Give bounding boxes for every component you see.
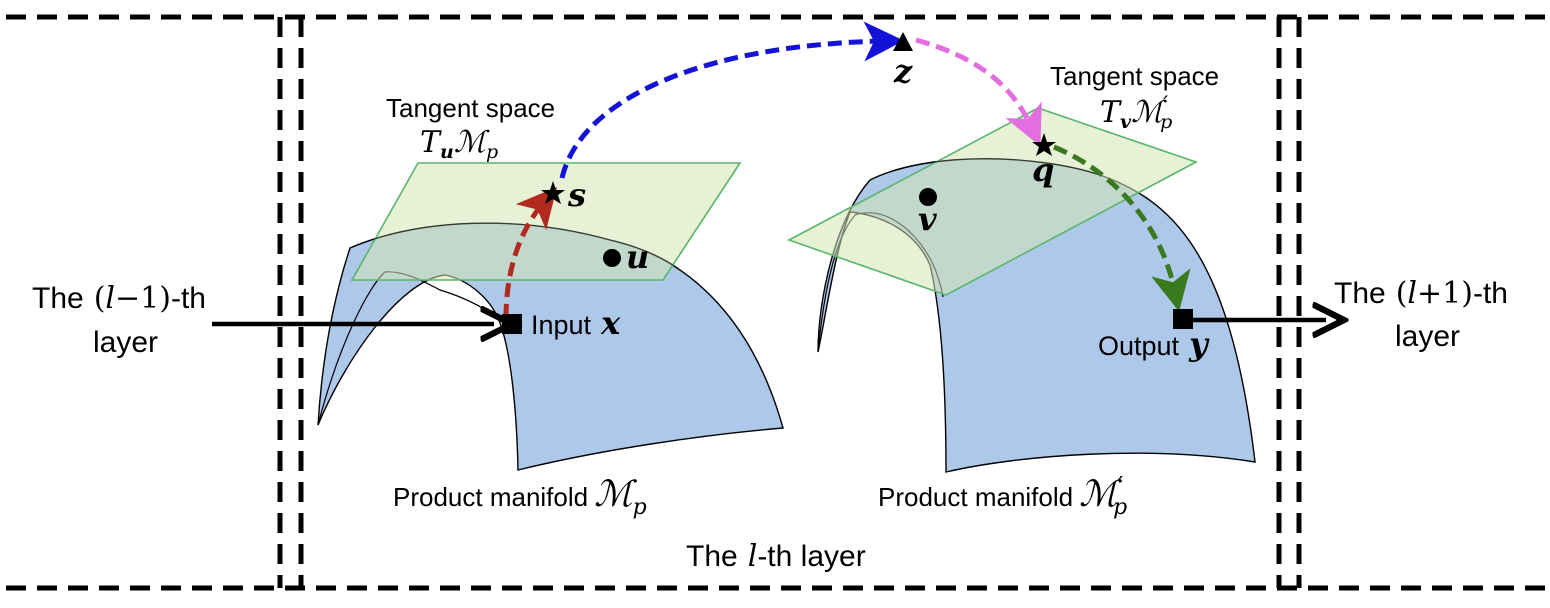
- right-layer-label-line1: The(l+1)-th: [1334, 276, 1508, 311]
- left-layer-label-line2: layer: [93, 326, 158, 359]
- right-product-manifold: [787, 107, 1256, 473]
- point-v-marker: [919, 188, 937, 206]
- point-s-marker: [541, 181, 565, 204]
- right-manifold-visible-top: [869, 158, 1101, 181]
- right-tangent-space-title: Tangent space: [1050, 61, 1219, 91]
- point-v-label: v: [918, 200, 937, 238]
- point-s-label: s: [567, 176, 586, 214]
- point-q-label: q: [1032, 151, 1054, 189]
- left-manifold-visible-top: [349, 222, 681, 271]
- right-tangent-plane: [787, 107, 1199, 296]
- left-tangent-space-title: Tangent space: [386, 93, 555, 123]
- left-tangent-space-symbol: Tuℳp: [420, 125, 498, 163]
- exp-map-arrow-red: [503, 186, 558, 319]
- output-point-marker: [1173, 309, 1193, 329]
- right-tangent-space-symbol: Tvℳ′p: [1100, 93, 1172, 133]
- layer-borders: [6, 14, 1548, 591]
- arrow-s-to-z-blue: [559, 21, 904, 179]
- left-layer-label-line1: The(l−1)-th: [32, 281, 206, 316]
- point-z-label: z: [893, 52, 913, 90]
- point-u-label: u: [626, 238, 649, 276]
- log-map-arrow-green: [1053, 144, 1191, 312]
- input-point-marker: [502, 314, 522, 334]
- point-z-marker: [893, 32, 913, 51]
- left-tangent-plane: [350, 162, 742, 281]
- right-layer-label-line2: layer: [1395, 320, 1460, 353]
- point-q-marker: [1032, 133, 1056, 156]
- arrow-z-to-q-pink: [915, 37, 1042, 147]
- point-u-marker: [603, 249, 621, 267]
